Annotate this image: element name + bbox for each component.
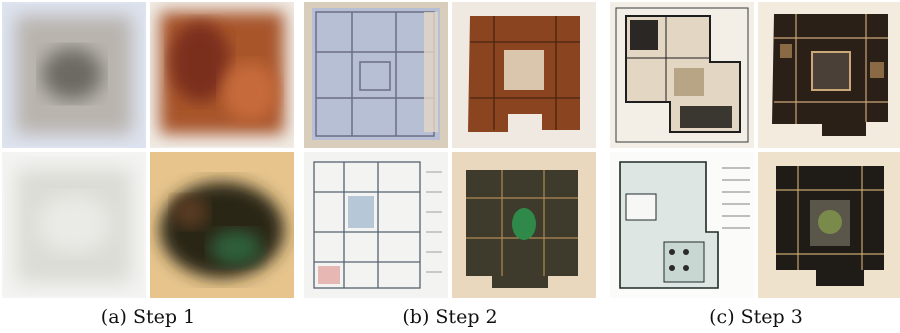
panel-step-1 xyxy=(2,2,294,300)
caption-step-2: (b) Step 2 xyxy=(402,306,498,328)
panel-step-2 xyxy=(304,2,596,300)
caption-step-1: (a) Step 1 xyxy=(100,306,196,328)
step1-image-3 xyxy=(2,152,146,298)
step1-image-1 xyxy=(2,2,146,148)
step1-image-4 xyxy=(150,152,294,298)
step3-image-4 xyxy=(758,152,900,298)
step2-image-3 xyxy=(304,152,448,298)
panel-step-3 xyxy=(610,2,900,300)
step2-image-4 xyxy=(452,152,596,298)
step3-image-1 xyxy=(610,2,754,148)
step2-image-2 xyxy=(452,2,596,148)
step1-image-2 xyxy=(150,2,294,148)
step3-image-3 xyxy=(610,152,754,298)
step3-image-2 xyxy=(758,2,900,148)
caption-step-3: (c) Step 3 xyxy=(709,306,803,328)
step2-image-1 xyxy=(304,2,448,148)
